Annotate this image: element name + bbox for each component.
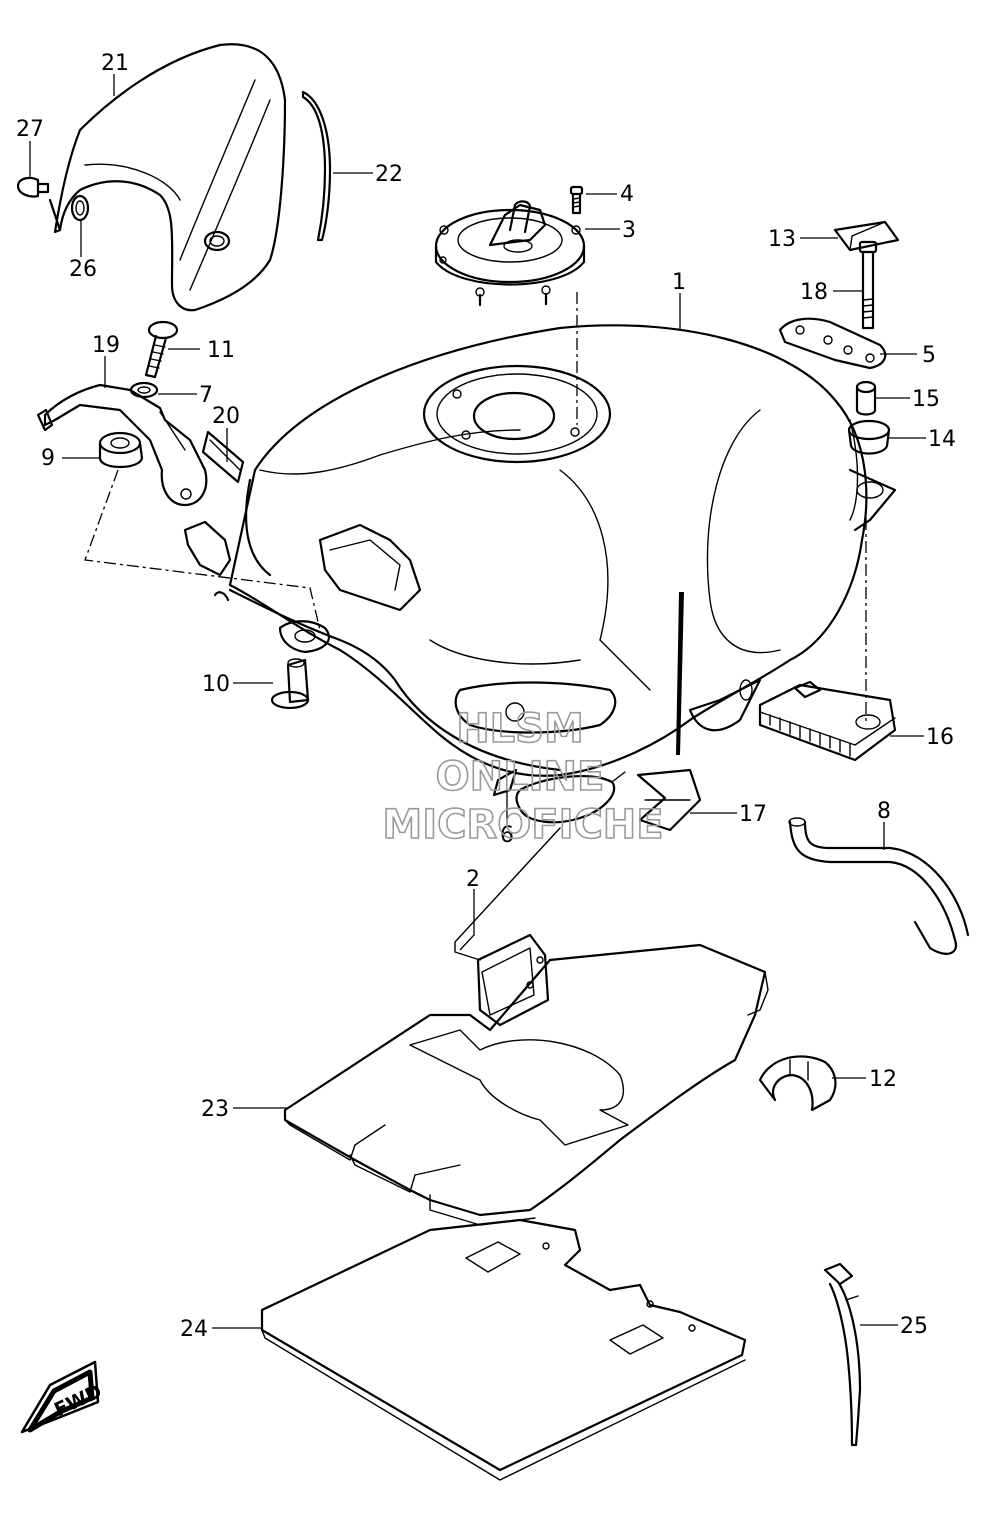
plate-5	[778, 317, 887, 370]
bolt-18	[858, 240, 878, 330]
callout-21: 21	[101, 51, 129, 76]
callout-23: 23	[201, 1097, 229, 1122]
fuel-level-gauge	[454, 771, 626, 1027]
callout-20: 20	[212, 404, 240, 429]
damper-16	[758, 680, 897, 762]
fwd-direction-badge: FWD	[20, 1360, 105, 1434]
fuel-tank	[213, 324, 897, 777]
watermark: HLSM ONLINE MICROFICHE	[382, 705, 665, 849]
damper-9	[98, 431, 144, 468]
callout-labels: 1 2 3 4 5 6 7 8 9 10 11 12 13 14 15 16 1…	[16, 51, 956, 1342]
rubber-strip	[301, 90, 332, 242]
callout-3: 3	[622, 218, 636, 243]
hose-8	[788, 817, 970, 955]
washer-26	[70, 194, 90, 222]
bolt-27	[16, 176, 50, 198]
callout-25: 25	[900, 1314, 928, 1339]
callout-4: 4	[620, 182, 634, 207]
emblem-17	[636, 768, 702, 832]
mounting-bracket	[36, 383, 208, 507]
callout-1: 1	[672, 270, 686, 295]
watermark-line-2: ONLINE	[436, 754, 605, 800]
cap-13	[833, 220, 900, 252]
callout-2: 2	[466, 867, 480, 892]
callout-10: 10	[202, 672, 230, 697]
callout-8: 8	[877, 799, 891, 824]
callout-18: 18	[800, 280, 828, 305]
tank-cover	[48, 43, 287, 312]
callout-17: 17	[739, 802, 767, 827]
collar-15	[855, 380, 877, 416]
damper-14	[847, 419, 891, 455]
plate-24	[260, 1218, 747, 1481]
grommet-10	[270, 658, 310, 710]
leader-lines	[29, 74, 926, 1329]
watermark-line-3: MICROFICHE	[382, 802, 663, 848]
bracket-left	[183, 520, 232, 577]
assembly-lines	[84, 292, 867, 722]
plate-23	[283, 943, 769, 1226]
callout-9: 9	[41, 446, 55, 471]
callout-26: 26	[69, 257, 97, 282]
fuel-cap	[434, 200, 586, 307]
callout-24: 24	[180, 1317, 208, 1342]
clip-6	[492, 768, 518, 797]
callout-13: 13	[768, 227, 796, 252]
callout-22: 22	[375, 162, 403, 187]
bolt-11	[144, 320, 179, 379]
screw	[569, 185, 584, 215]
callout-12: 12	[869, 1067, 897, 1092]
callout-7: 7	[199, 383, 213, 408]
clamp-12	[758, 1055, 837, 1112]
cable-tie-25	[823, 1262, 862, 1447]
callout-19: 19	[92, 333, 120, 358]
washer-7	[129, 381, 159, 399]
callout-15: 15	[912, 387, 940, 412]
callout-6: 6	[500, 823, 514, 848]
callout-16: 16	[926, 725, 954, 750]
callout-5: 5	[922, 343, 936, 368]
callout-27: 27	[16, 117, 44, 142]
callout-14: 14	[928, 427, 956, 452]
watermark-line-1: HLSM	[456, 706, 584, 752]
cushion-20	[201, 430, 245, 484]
callout-11: 11	[207, 338, 235, 363]
